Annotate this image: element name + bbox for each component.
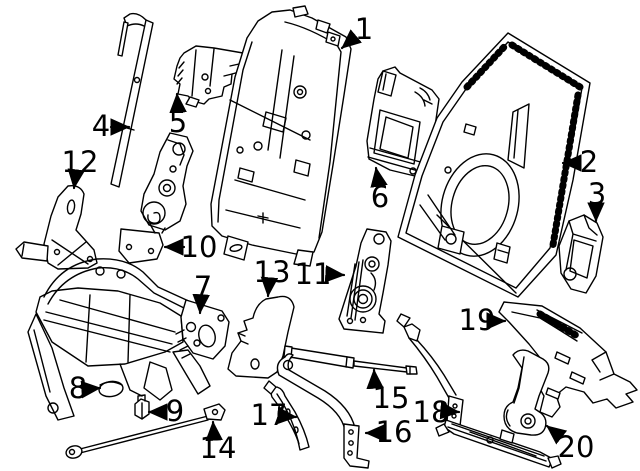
callout-number-14: 14 <box>200 431 237 465</box>
callout-10[interactable]: 10 <box>163 230 218 264</box>
callout-arrow-7 <box>192 293 210 315</box>
callout-number-8: 8 <box>69 371 87 405</box>
callout-arrow-17 <box>276 406 298 425</box>
callout-number-16: 16 <box>376 415 413 449</box>
callout-number-3: 3 <box>588 177 606 211</box>
callout-number-4: 4 <box>92 109 110 143</box>
part-3-drawing <box>558 214 604 294</box>
callout-arrow-6 <box>370 166 388 188</box>
part-12-drawing <box>15 184 98 270</box>
callout-8[interactable]: 8 <box>69 371 102 405</box>
callout-arrow-1 <box>340 29 362 50</box>
callout-11[interactable]: 11 <box>295 257 346 291</box>
callout-arrow-20 <box>545 424 568 445</box>
callout-16[interactable]: 16 <box>364 415 413 449</box>
part-11-drawing <box>338 228 392 334</box>
callout-arrow-12 <box>67 168 86 190</box>
callout-arrow-11 <box>324 265 346 283</box>
part-14-drawing <box>65 403 226 459</box>
callout-arrow-8 <box>80 380 102 399</box>
callout-number-15: 15 <box>373 381 410 415</box>
callout-3[interactable]: 3 <box>587 177 606 223</box>
callout-12[interactable]: 12 <box>62 145 99 190</box>
callout-number-9: 9 <box>166 394 184 428</box>
part-10-drawing <box>118 132 194 264</box>
part-4-drawing <box>110 12 154 188</box>
callout-7[interactable]: 7 <box>192 270 212 315</box>
callout-number-1: 1 <box>355 12 373 46</box>
callout-number-13: 13 <box>254 255 291 289</box>
callout-arrow-15 <box>366 368 384 390</box>
callout-9[interactable]: 9 <box>147 394 184 428</box>
callout-4[interactable]: 4 <box>92 109 131 143</box>
callout-number-6: 6 <box>371 180 389 214</box>
part-5-drawing <box>173 45 247 108</box>
callout-number-17: 17 <box>251 398 288 432</box>
part-16-drawing <box>276 353 370 469</box>
callout-17[interactable]: 17 <box>251 398 298 432</box>
callout-13[interactable]: 13 <box>254 255 291 298</box>
part-2-drawing <box>397 32 591 298</box>
callout-number-11: 11 <box>295 257 332 291</box>
part-7-drawing <box>27 258 230 421</box>
callout-arrow-18 <box>439 401 461 420</box>
callout-number-18: 18 <box>413 395 450 429</box>
callout-number-2: 2 <box>580 145 598 179</box>
part-19-drawing <box>498 301 638 418</box>
callout-5[interactable]: 5 <box>169 92 187 139</box>
callout-2[interactable]: 2 <box>561 145 598 179</box>
callout-number-20: 20 <box>558 430 595 464</box>
callout-number-12: 12 <box>62 145 99 179</box>
callout-20[interactable]: 20 <box>545 424 595 464</box>
callout-number-7: 7 <box>194 270 212 304</box>
callout-number-10: 10 <box>181 230 218 264</box>
callout-arrow-5 <box>169 92 187 114</box>
part-8-drawing <box>98 380 124 398</box>
callout-19[interactable]: 19 <box>459 303 507 337</box>
part-1-drawing <box>210 5 352 267</box>
callout-14[interactable]: 14 <box>200 420 237 465</box>
callout-arrow-13 <box>260 276 279 298</box>
part-13-drawing <box>227 295 295 379</box>
callout-18[interactable]: 18 <box>413 395 461 429</box>
callout-arrow-14 <box>205 420 223 442</box>
callout-number-5: 5 <box>169 105 187 139</box>
callout-1[interactable]: 1 <box>340 12 373 50</box>
callout-6[interactable]: 6 <box>370 166 389 214</box>
callout-15[interactable]: 15 <box>366 368 410 415</box>
callout-number-19: 19 <box>459 303 496 337</box>
part-20-drawing <box>503 349 550 436</box>
